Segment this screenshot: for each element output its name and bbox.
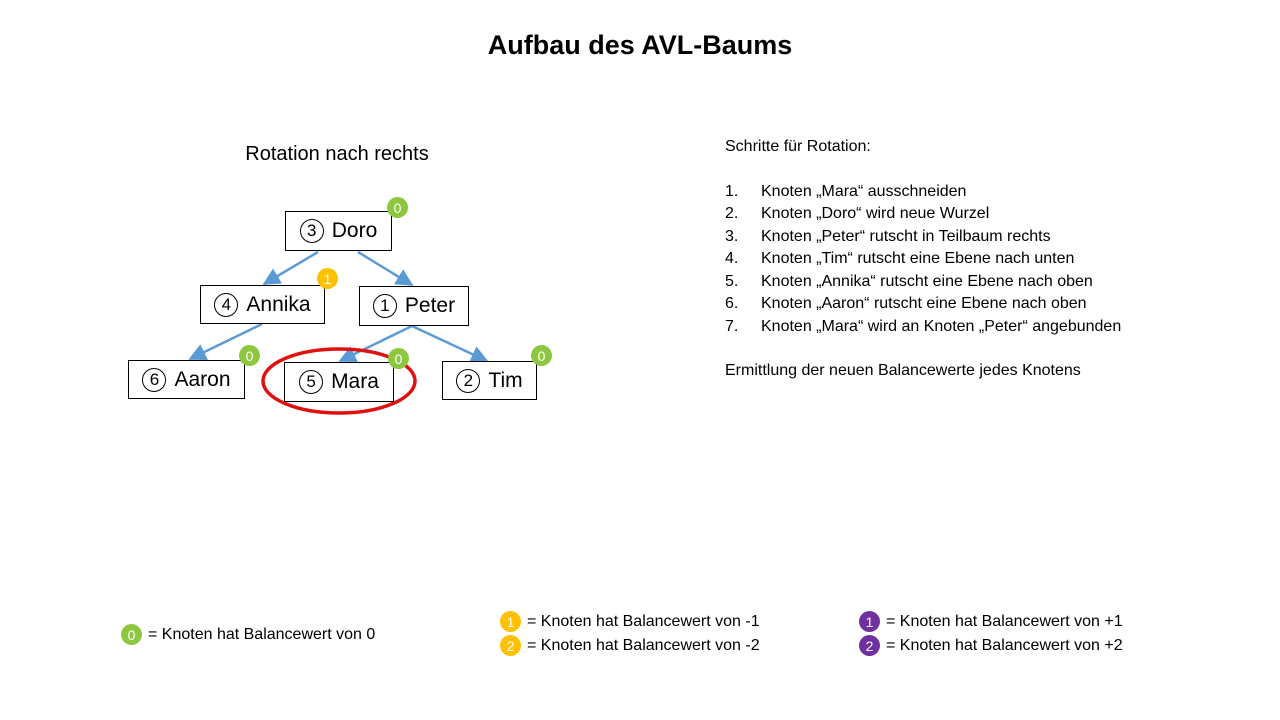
rotation-steps: Schritte für Rotation: 1.Knoten „Mara“ a… [725, 136, 1121, 383]
node-label: Peter [404, 294, 456, 317]
edge-doro-peter [357, 250, 414, 287]
balance-badge-doro: 0 [387, 197, 408, 218]
node-label: Mara [331, 370, 379, 393]
steps-heading: Schritte für Rotation: [725, 138, 871, 155]
step-item: 1.Knoten „Mara“ ausschneiden [725, 182, 967, 200]
node-label: Aaron [174, 367, 231, 391]
legend-text: = Knoten hat Balancewert von -1 [527, 612, 760, 630]
node-doro: 3 Doro [285, 211, 392, 251]
node-label: Annika [246, 292, 311, 316]
legend-item-balance-minus2: 2 = Knoten hat Balancewert von -2 [500, 635, 760, 656]
edge-annika-aaron [188, 322, 263, 361]
legend-dot-purple: 1 [859, 611, 880, 632]
edge-peter-tim [411, 324, 489, 363]
step-item: 2.Knoten „Doro“ wird neue Wurzel [725, 205, 990, 222]
legend-text: = Knoten hat Balancewert von -2 [527, 636, 760, 654]
step-item: 7.Knoten „Mara“ wird an Knoten „Peter“ a… [725, 317, 1122, 335]
legend-dot-yellow: 2 [500, 635, 521, 656]
edge-doro-annika [262, 250, 319, 286]
node-peter: 1 Peter [359, 286, 469, 326]
node-number: 2 [456, 368, 481, 393]
balance-badge-annika: 1 [317, 268, 338, 289]
node-number: 4 [214, 292, 239, 317]
legend-text: = Knoten hat Balancewert von +2 [886, 636, 1123, 654]
node-annika: 4 Annika [200, 285, 325, 324]
node-aaron: 6 Aaron [128, 360, 245, 399]
legend-text: = Knoten hat Balancewert von +1 [886, 612, 1123, 630]
steps-footer: Ermittlung der neuen Balancewerte jedes … [725, 362, 1081, 379]
balance-badge-mara: 0 [388, 348, 409, 369]
node-number: 5 [299, 370, 324, 394]
node-label: Tim [488, 368, 523, 392]
diagram-subtitle: Rotation nach rechts [245, 143, 429, 165]
step-item: 6.Knoten „Aaron“ rutscht eine Ebene nach… [725, 295, 1087, 312]
legend-item-balance-plus2: 2 = Knoten hat Balancewert von +2 [859, 635, 1123, 656]
node-tim: 2 Tim [442, 361, 537, 400]
edge-peter-mara [338, 324, 413, 363]
mara-highlight-ellipse [261, 347, 417, 415]
legend-dot-purple: 2 [859, 635, 880, 656]
legend-item-balance-0: 0 = Knoten hat Balancewert von 0 [121, 624, 375, 645]
legend-text: = Knoten hat Balancewert von 0 [148, 625, 376, 643]
node-number: 6 [142, 367, 167, 392]
legend-item-balance-plus1: 1 = Knoten hat Balancewert von +1 [859, 611, 1123, 632]
page-title: Aufbau des AVL-Baums [487, 30, 793, 60]
balance-badge-tim: 0 [531, 345, 552, 366]
balance-badge-aaron: 0 [239, 345, 260, 366]
legend-dot-yellow: 1 [500, 611, 521, 632]
step-item: 3.Knoten „Peter“ rutscht in Teilbaum rec… [725, 227, 1051, 245]
legend-dot-green: 0 [121, 624, 142, 645]
steps-list: 1.Knoten „Mara“ ausschneiden 2.Knoten „D… [725, 181, 1121, 339]
legend-item-balance-minus1: 1 = Knoten hat Balancewert von -1 [500, 611, 760, 632]
step-item: 4.Knoten „Tim“ rutscht eine Ebene nach u… [725, 250, 1075, 267]
node-label: Doro [331, 219, 378, 242]
node-number: 3 [299, 219, 324, 243]
node-mara: 5 Mara [284, 362, 394, 402]
node-number: 1 [372, 294, 397, 318]
step-item: 5.Knoten „Annika“ rutscht eine Ebene nac… [725, 272, 1093, 290]
